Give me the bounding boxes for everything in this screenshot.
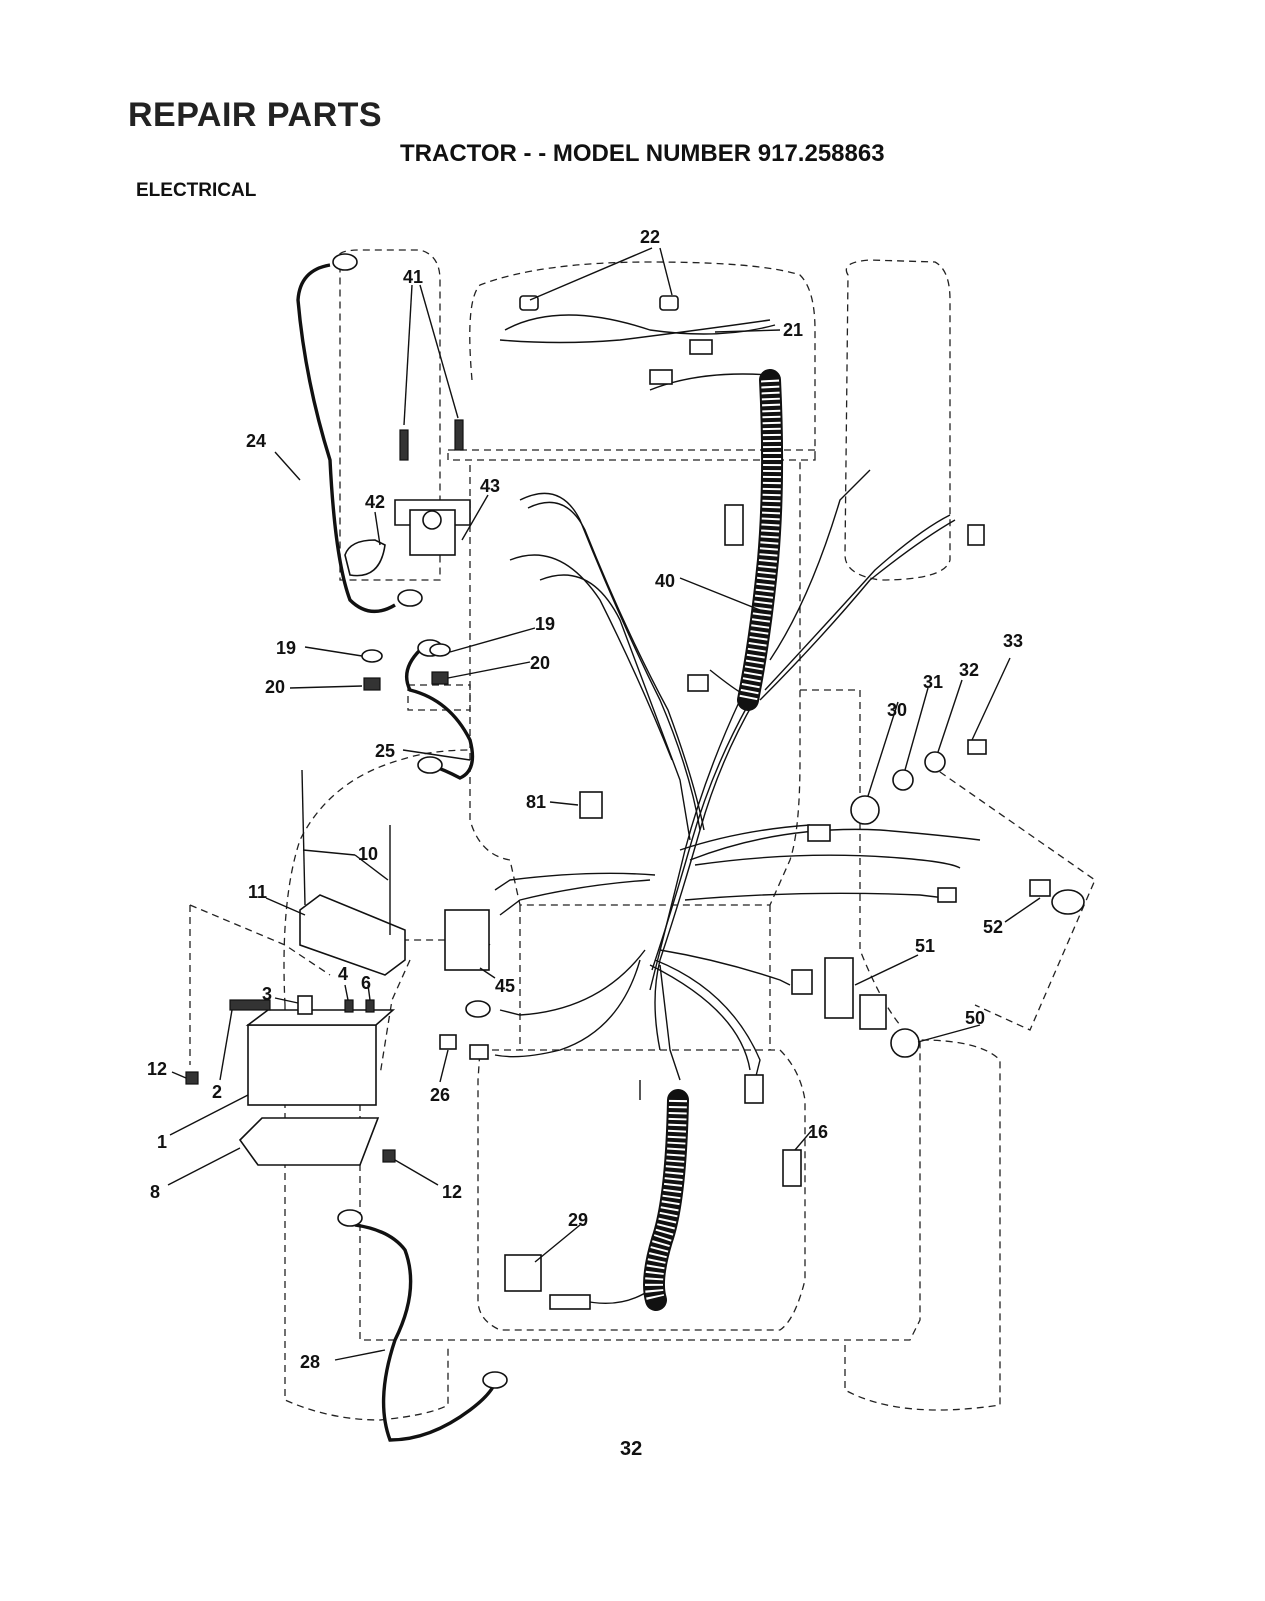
connector-plug-3 (808, 825, 830, 841)
callout-19-left: 19 (276, 638, 296, 658)
callout-50: 50 (965, 1008, 985, 1028)
callout-4: 4 (338, 964, 348, 984)
callout-29: 29 (568, 1210, 588, 1230)
cable-eyelet-25b (418, 757, 442, 773)
cable-eyelet-28b (483, 1372, 507, 1388)
callout-16: 16 (808, 1122, 828, 1142)
harness-plug (650, 370, 672, 384)
cable-eyelet-28 (338, 1210, 362, 1226)
callout-8: 8 (150, 1182, 160, 1202)
callout-10: 10 (358, 844, 378, 864)
seat-switch-29 (505, 1255, 541, 1291)
cap-52 (1030, 880, 1050, 896)
bezel-32 (925, 752, 945, 772)
callout-11: 11 (248, 882, 267, 902)
callout-32: 32 (959, 660, 979, 680)
callout-43: 43 (480, 476, 500, 496)
rod-10-left (302, 770, 305, 905)
bolt-41-left (400, 430, 408, 460)
battery-1 (248, 1025, 376, 1105)
callout-26: 26 (430, 1085, 450, 1105)
connector-plug-7 (968, 525, 984, 545)
terminal-3 (298, 996, 312, 1014)
callout-31: 31 (923, 672, 943, 692)
callout-19-right: 19 (535, 614, 555, 634)
solenoid-terminal (423, 511, 441, 529)
callout-3: 3 (262, 984, 272, 1004)
callout-6: 6 (361, 973, 371, 993)
nut-4 (345, 1000, 353, 1012)
callout-21: 21 (783, 320, 803, 340)
tractor-outline (190, 250, 1095, 1420)
knob-50 (891, 1029, 919, 1057)
callout-24: 24 (246, 431, 266, 451)
hold-down-11 (300, 895, 405, 975)
ignition-switch-30 (851, 796, 879, 824)
nut-20-left (364, 678, 380, 690)
callout-33: 33 (1003, 631, 1023, 651)
battery-tray-8 (240, 1118, 378, 1165)
interlock-switch-16 (783, 1150, 801, 1186)
connector-plug-2 (792, 970, 812, 994)
cap-strap-52 (1052, 890, 1084, 914)
bolt-41-right (455, 420, 463, 450)
callout-30: 30 (887, 700, 907, 720)
connector-plug-4 (938, 888, 956, 902)
callout-20-right: 20 (530, 653, 550, 673)
nut-12-right (383, 1150, 395, 1162)
callout-28: 28 (300, 1352, 320, 1372)
switch-plate-51 (825, 958, 853, 1018)
cable-eyelet-24 (333, 254, 357, 270)
callout-42: 42 (365, 492, 385, 512)
relay-81 (580, 792, 602, 818)
ammeter-45 (445, 910, 489, 970)
washer-19-left (362, 650, 382, 662)
connector-plug-6 (725, 505, 743, 545)
cable-eyelet-24b (398, 590, 422, 606)
cable-eyelet-45 (466, 1001, 490, 1017)
light-switch (860, 995, 886, 1029)
callout-1: 1 (157, 1132, 167, 1152)
callout-81: 81 (526, 792, 546, 812)
nut-12-left (186, 1072, 198, 1084)
nut-6 (366, 1000, 374, 1012)
wiring-harness (495, 315, 980, 1303)
callout-25: 25 (375, 741, 395, 761)
callout-20-left: 20 (265, 677, 285, 697)
callout-52: 52 (983, 917, 1003, 937)
callout-22: 22 (640, 227, 660, 247)
washer-19-right (430, 644, 450, 656)
callout-12-left: 12 (147, 1059, 167, 1079)
light-socket-right (660, 296, 678, 310)
connector-plug-5 (688, 675, 708, 691)
seat-switch-connector (550, 1295, 590, 1309)
callout-40: 40 (655, 571, 675, 591)
leader-lines (168, 248, 1040, 1360)
page-number: 32 (620, 1438, 642, 1461)
harness-connector-21 (690, 340, 712, 354)
key-33 (968, 740, 986, 754)
callout-2: 2 (212, 1082, 222, 1102)
fuse-26 (440, 1035, 456, 1049)
callout-12-right: 12 (442, 1182, 462, 1202)
callout-41: 41 (403, 267, 423, 287)
callout-51: 51 (915, 936, 935, 956)
connector-plug (745, 1075, 763, 1103)
fuse-holder (470, 1045, 488, 1059)
terminal-boot-42 (345, 540, 385, 576)
nut-31 (893, 770, 913, 790)
nut-20-right (432, 672, 448, 684)
callout-45: 45 (495, 976, 515, 996)
